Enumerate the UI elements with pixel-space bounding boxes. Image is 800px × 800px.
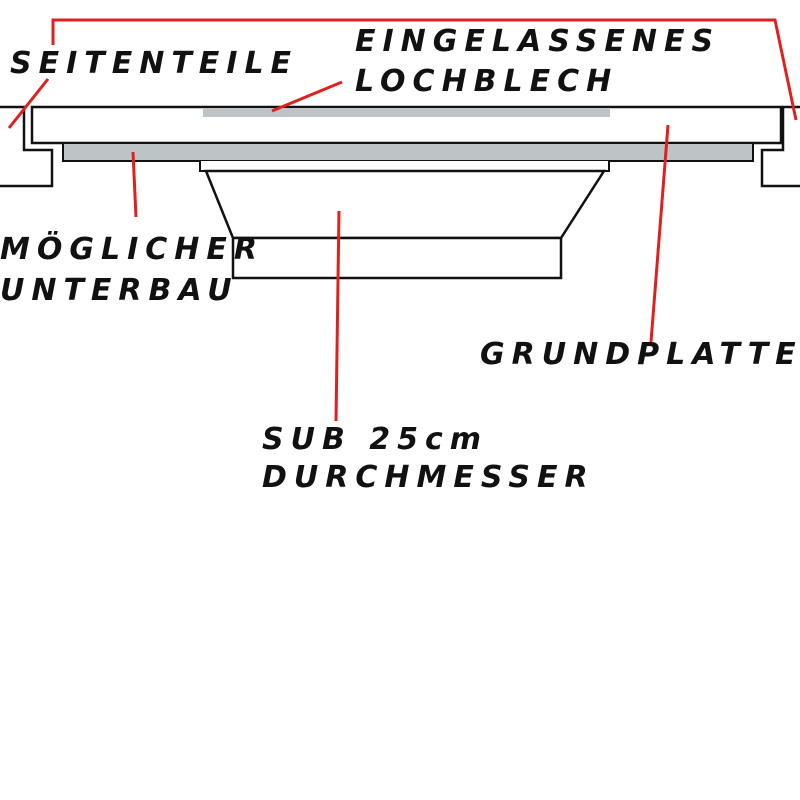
leader-grundplatte (649, 124, 670, 343)
subwoofer-flange (199, 161, 610, 172)
label-sub-line1: SUB 25cm (262, 422, 488, 457)
substructure (62, 142, 754, 162)
label-grundplatte: GRUNDPLATTE (480, 337, 800, 372)
subwoofer-basket (204, 169, 607, 240)
subwoofer-magnet (231, 236, 563, 280)
leader-sub (334, 210, 341, 422)
label-sub-line2: DURCHMESSER (262, 460, 595, 495)
label-lochblech-line1: EINGELASSENES (355, 24, 720, 59)
label-seitenteile: SEITENTEILE (10, 46, 298, 81)
label-unterbau-line1: MÖGLICHER (0, 230, 264, 267)
label-unterbau-line2: UNTERBAU (0, 273, 239, 308)
leader-seitenteile-left (7, 78, 50, 129)
leader-lochblech (271, 80, 343, 113)
perforated-sheet (203, 109, 610, 117)
side-part-right (760, 105, 800, 188)
label-lochblech-line2: LOCHBLECH (355, 64, 618, 99)
side-part-left (0, 105, 54, 188)
leader-seitenteile-bracket (51, 18, 798, 121)
leader-unterbau (131, 151, 138, 218)
